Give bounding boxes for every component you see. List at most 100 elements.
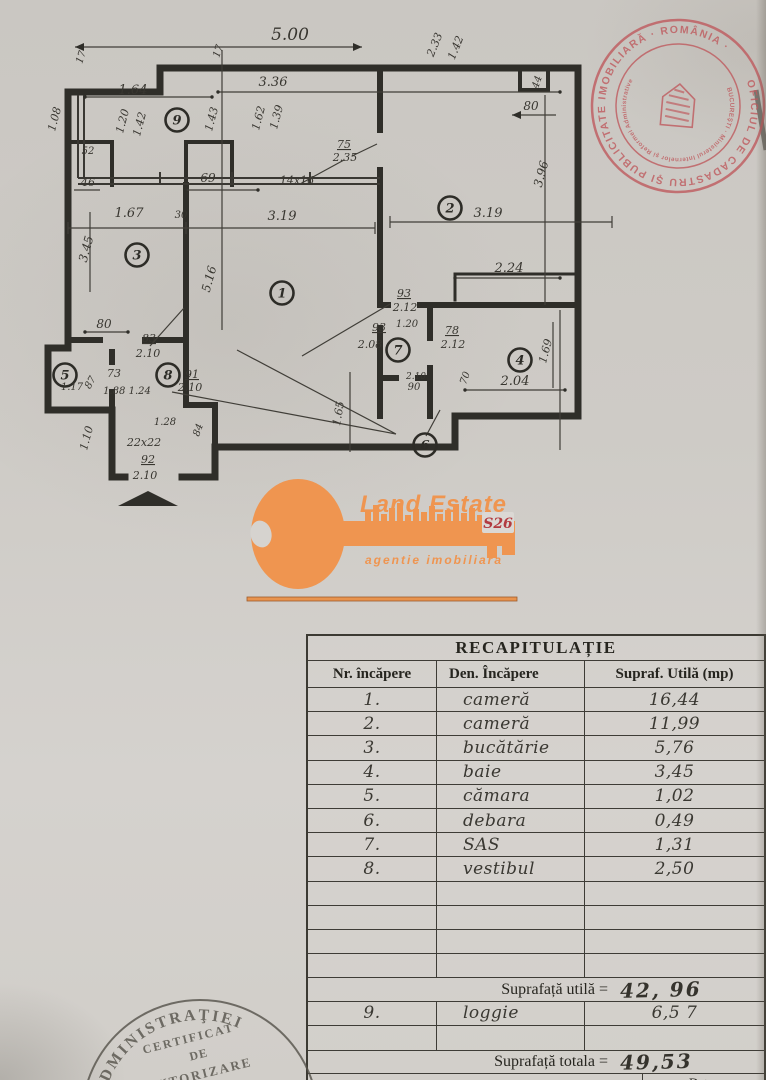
loggia-window — [77, 95, 380, 185]
dimension-label: 93 — [372, 321, 386, 334]
empty-cell — [308, 954, 437, 978]
dimension-label: 1.42 — [445, 34, 466, 62]
table-cell: 5,76 — [654, 737, 695, 758]
dimension-label: 1.39 — [267, 104, 286, 131]
dimension-label: 80 — [96, 317, 112, 331]
room-number-circle — [155, 362, 181, 388]
dimension-label: 1.62 — [249, 105, 268, 132]
dimension-label: 30 — [175, 210, 188, 221]
stamp-line3: AUTORIZARE — [145, 1054, 253, 1080]
table-cell: 6. — [308, 808, 437, 833]
empty-row — [308, 881, 764, 906]
loggia-area: 6,5 7 — [651, 1003, 698, 1024]
header-supraf: Supraf. Utilă (mp) — [615, 665, 734, 682]
empty-cell — [585, 930, 764, 953]
scan-edge-mark — [753, 89, 766, 151]
dimension-label: 91 — [185, 368, 199, 381]
room-number: 9 — [172, 114, 181, 129]
room-number: 7 — [393, 344, 402, 359]
dimension-label: 87 — [83, 374, 99, 391]
dimension-label: 73 — [107, 367, 121, 380]
dimension-lines — [67, 46, 613, 452]
monogram-box — [482, 512, 514, 533]
date-label: Data — [642, 1074, 714, 1080]
stamp-line2: DE — [188, 1045, 210, 1063]
logo-title: Land Estate — [360, 491, 507, 518]
dimension-label: 1.67 — [115, 206, 145, 221]
dimension-label: 2.10 — [135, 347, 161, 360]
total-area-row: Suprafață totala = 49,53 — [308, 1049, 764, 1075]
dimension-label: 52 — [82, 146, 95, 157]
table-cell: 1,02 — [654, 786, 695, 807]
walls — [44, 64, 582, 481]
empty-cell — [585, 954, 764, 977]
dimension-label: 2.35 — [332, 151, 358, 164]
dimension-label: 2.12 — [392, 301, 418, 314]
dimension-label: 1.64 — [119, 83, 148, 98]
svg-text:BUCUREŞTI · Ministerul Interne: BUCUREŞTI · Ministerul Internelor şi Ref… — [609, 45, 751, 179]
empty-cell — [585, 882, 764, 905]
room-number-circle — [52, 362, 78, 388]
stamp-ring-text: OFICIUL DE CADASTRU ŞI PUBLICITATE IMOBI… — [573, 0, 766, 211]
dimension-label: 1.42 — [130, 111, 149, 138]
table-cell: 8. — [308, 857, 437, 881]
room-number: 5 — [60, 369, 69, 384]
room-number: 2 — [444, 202, 454, 217]
room-number-circle — [164, 107, 190, 133]
table-cell: 11,99 — [648, 713, 701, 734]
table-footer-row: Data — [308, 1074, 764, 1080]
table-cell: 3,45 — [654, 762, 695, 783]
dimension-label: 5.16 — [199, 264, 220, 294]
header-den: Den. Încăpere — [437, 661, 585, 687]
key-shaft — [338, 521, 515, 546]
table-cell: 1,31 — [654, 834, 695, 855]
dimension-label: 22x22 — [126, 436, 161, 449]
cadastre-stamp: OFICIUL DE CADASTRU ŞI PUBLICITATE IMOBI… — [573, 0, 766, 211]
table-cell: bucătărie — [437, 736, 585, 760]
dimension-label: 84 — [191, 422, 206, 438]
loggia-name: loggie — [437, 1001, 585, 1025]
table-cell: 16,44 — [648, 689, 701, 710]
dimension-label: 44 — [530, 74, 545, 90]
key-tooth — [487, 546, 497, 558]
empty-row — [308, 954, 764, 979]
empty-row — [308, 905, 764, 930]
table-title-row: RECAPITULAȚIE — [308, 636, 764, 661]
key-head — [251, 479, 345, 589]
table-cell: 5. — [308, 784, 437, 808]
empty-cell — [308, 881, 437, 905]
empty-cell — [585, 906, 764, 929]
dimension-label: 1.20 — [113, 108, 132, 135]
table-cell: vestibul — [437, 857, 585, 881]
stamp-bottom-ring-text: UL ADMINISTRAŢIEI — [66, 994, 263, 1080]
table-row: 6.debara 0,49 — [308, 808, 764, 834]
table-cell: 3. — [308, 736, 437, 760]
table-cell: debara — [437, 808, 585, 833]
table-cell: 1. — [308, 688, 437, 712]
empty-cell — [437, 929, 585, 954]
dimension-label: 2.12 — [440, 338, 466, 351]
room-number-circle — [437, 195, 463, 221]
empty-cell — [437, 954, 585, 978]
coat-of-arms — [659, 83, 696, 129]
plan-marks — [75, 43, 766, 506]
room-number: 8 — [163, 369, 172, 384]
dimension-label: 2.33 — [424, 31, 446, 60]
table-cell: 2. — [308, 712, 437, 736]
dimension-label: 14x16 — [280, 174, 314, 187]
empty-cell — [308, 929, 437, 954]
dimension-label: 1.28 — [154, 417, 176, 428]
stamp-line1: CERTIFICAT — [141, 1020, 236, 1056]
loggia-nr: 9. — [308, 1001, 437, 1025]
useful-area-row: Suprafață utilă = 42, 96 — [308, 976, 764, 1002]
table-cell: 0,49 — [654, 810, 695, 831]
room-number: 4 — [515, 354, 524, 369]
authorization-stamp: UL ADMINISTRAŢIEI CERTIFICAT DE AUTORIZA… — [66, 994, 319, 1080]
dimension-label: 90 — [408, 382, 421, 393]
dimension-label: 2.08 — [357, 338, 383, 351]
